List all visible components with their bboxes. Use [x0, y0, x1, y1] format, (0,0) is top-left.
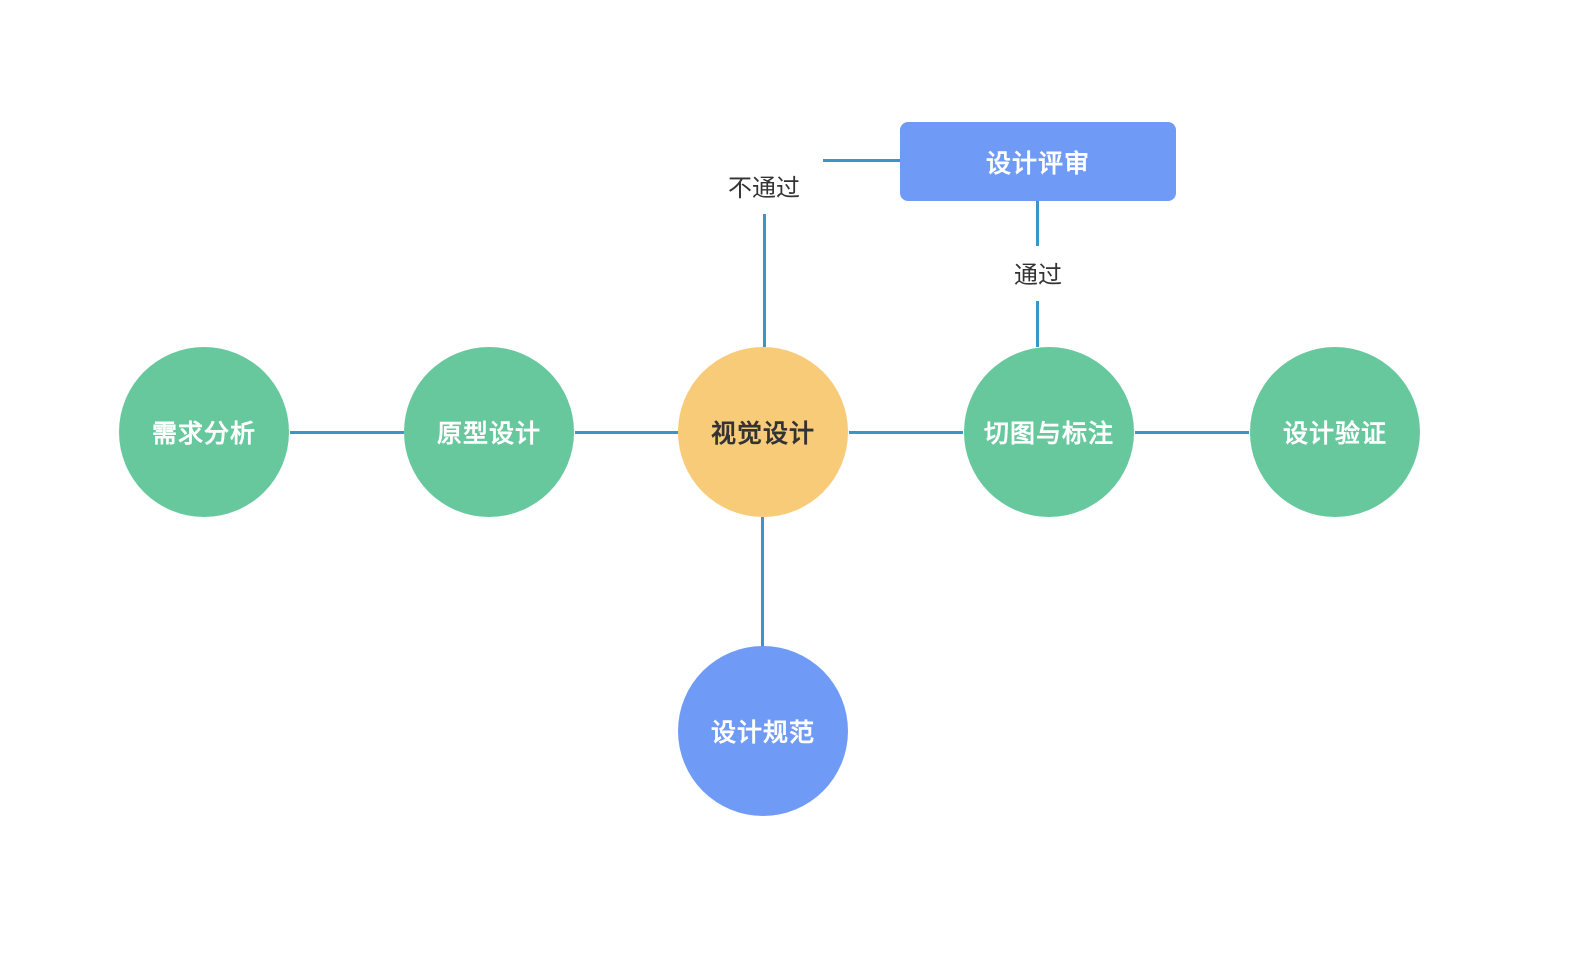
node-requirement-analysis: 需求分析 [119, 347, 289, 517]
connector-requirement-to-prototype [290, 431, 404, 434]
edge-label-rejected: 不通过 [728, 174, 800, 202]
node-design-specification-label: 设计规范 [710, 718, 815, 747]
connector-visual-to-slicing [849, 431, 963, 434]
connector-prototype-to-visual [575, 431, 679, 434]
node-slicing-annotation: 切图与标注 [964, 347, 1134, 517]
connector-rejected-to-visual [763, 214, 766, 347]
node-visual-design: 视觉设计 [678, 347, 848, 517]
connector-review-to-approved [1036, 200, 1039, 246]
connector-approved-to-slicing [1036, 301, 1039, 347]
node-design-review: 设计评审 [900, 122, 1176, 201]
node-prototype-design-label: 原型设计 [436, 419, 541, 448]
connector-review-to-rejected [823, 159, 901, 162]
node-requirement-analysis-label: 需求分析 [151, 419, 256, 448]
node-prototype-design: 原型设计 [404, 347, 574, 517]
node-design-verification: 设计验证 [1250, 347, 1420, 517]
connector-visual-to-specification [761, 517, 764, 647]
node-design-review-label: 设计评审 [985, 148, 1090, 178]
node-visual-design-label: 视觉设计 [710, 419, 815, 448]
node-design-specification: 设计规范 [678, 646, 848, 816]
edge-label-approved: 通过 [1014, 261, 1062, 289]
node-slicing-annotation-label: 切图与标注 [983, 419, 1114, 448]
node-design-verification-label: 设计验证 [1282, 419, 1387, 448]
connector-slicing-to-verification [1135, 431, 1249, 434]
